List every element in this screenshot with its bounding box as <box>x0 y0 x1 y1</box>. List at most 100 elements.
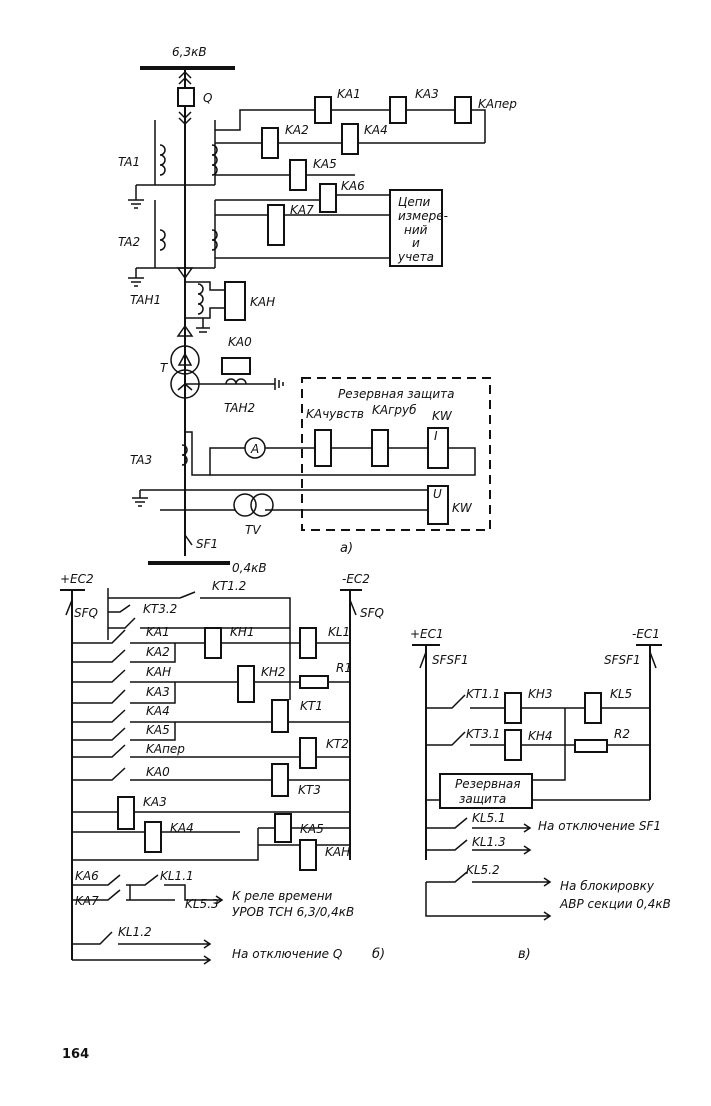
ta3-current-loop <box>210 447 476 476</box>
sf1-switch-icon <box>184 534 193 546</box>
ta2-coil-right <box>211 229 218 251</box>
ta2-coil-left <box>159 229 166 251</box>
to-timer-line-2: УРОВ ТСН 6,3/0,4кВ <box>232 905 354 919</box>
plus-ec2-rail <box>60 589 85 960</box>
ground-ta1-icon <box>128 199 144 209</box>
relay-kw-voltage <box>427 485 449 525</box>
ka-coarse-label: KAгруб <box>372 403 417 417</box>
tah2-label: TAH2 <box>224 401 255 415</box>
kt-contacts <box>107 588 291 700</box>
tv-winding-1 <box>233 493 257 517</box>
relay-kaper <box>454 96 472 124</box>
relay-kh3-label: KH3 <box>528 687 553 701</box>
contact-label-ka3: KA3 <box>146 685 170 699</box>
caption-b: б) <box>372 947 385 962</box>
relay-ka5-label: KA5 <box>313 157 337 171</box>
ta3-coil <box>181 444 188 466</box>
relay-kt1 <box>271 699 289 733</box>
tah1-coil <box>197 283 204 315</box>
contact-label-ka0: KA0 <box>146 765 170 779</box>
contact-label-ka2: KA2 <box>146 645 170 659</box>
rung-ka3 <box>72 682 176 704</box>
relay-kt2 <box>299 737 317 769</box>
sf-switch-icon <box>419 651 657 669</box>
coil-ka3-label: KA3 <box>143 795 167 809</box>
transformer-winding-hv <box>170 345 200 375</box>
relay-ka4-label: KA4 <box>364 123 388 137</box>
kl52-label: KL5.2 <box>466 863 500 877</box>
minus-ec2-rail <box>340 589 362 860</box>
relay-kan <box>224 281 246 321</box>
relay-ka5 <box>289 159 307 191</box>
resistor-r1-label: R1 <box>336 661 352 675</box>
reserve-protection-box <box>439 773 533 809</box>
caption-a: а) <box>340 541 353 556</box>
relay-kl1 <box>299 627 317 659</box>
relay-ka3 <box>389 96 407 124</box>
kl13-label: KL1.3 <box>472 835 506 849</box>
to-trip-sf1-label: На отключение SF1 <box>538 819 661 833</box>
ta2-label: TA2 <box>118 235 140 249</box>
to-timer-line-1: К реле времени <box>232 889 333 903</box>
coil-ka4-label: KA4 <box>170 821 194 835</box>
to-block-line-2: АВР секции 0,4кВ <box>559 897 671 911</box>
reserve-line-1: Резервная <box>455 777 521 791</box>
ka6-contact-label: KA6 <box>75 869 99 883</box>
plus-ec1-label: +EC1 <box>410 627 444 641</box>
kw-top-label: KW <box>432 409 453 423</box>
sfq-left-label: SFQ <box>74 606 98 620</box>
minus-ec1-label: -EC1 <box>632 627 660 641</box>
kl12-contact <box>72 931 212 965</box>
tah2-coil <box>225 378 247 385</box>
wye-icon <box>177 376 193 391</box>
kw-current-label: I <box>434 429 438 443</box>
relay-ka6 <box>319 183 337 213</box>
timer-arrow-icon <box>210 895 224 905</box>
timer-contacts <box>72 874 210 901</box>
relay-kh2 <box>237 665 255 703</box>
relay-ka6-label: KA6 <box>341 179 365 193</box>
relay-ka3-label: KA3 <box>415 87 439 101</box>
relay-ka0-label: KA0 <box>228 335 252 349</box>
relay-ka-coarse <box>371 429 389 467</box>
plus-ec2-label: +EC2 <box>60 572 94 586</box>
ta1-coil-right <box>211 144 218 176</box>
rung-kan <box>72 669 350 683</box>
relay-ka1-label: KA1 <box>337 87 361 101</box>
coil-ka5-label: KA5 <box>300 822 324 836</box>
relay-kh1 <box>204 627 222 659</box>
relay-kl1-label: KL1 <box>328 625 350 639</box>
tah1-lower-triangle-icon <box>176 324 194 337</box>
relay-kt2-label: KT2 <box>326 737 349 751</box>
relay-kh4-label: KH4 <box>528 729 553 743</box>
ka-sens-label: KAчувств <box>306 407 364 421</box>
reserve-line-2: защита <box>459 792 506 806</box>
contact-label-ka5: KA5 <box>146 723 170 737</box>
diagram-b: +EC2 -EC2 SFQ SFQ KT1.2 KT3.2 KA1 KA2 KA… <box>60 572 385 965</box>
kl53-contact-label: KL5.3 <box>185 897 219 911</box>
ta3-label: TA3 <box>130 453 152 467</box>
diagram-c: +EC1 -EC1 SFSF1 SFSF1 KT1.1 KT3.1 KH3 KL… <box>410 627 671 962</box>
sfq-right-label: SFQ <box>360 606 384 620</box>
kt11-label: KT1.1 <box>466 687 500 701</box>
relay-kh1-label: KH1 <box>230 625 255 639</box>
to-block-line-1: На блокировку <box>560 879 655 893</box>
kl12-label: KL1.2 <box>118 925 152 939</box>
ka6-wire <box>215 194 390 201</box>
relay-kl5 <box>584 692 602 724</box>
coil-kan <box>299 839 317 871</box>
resistor-r2 <box>574 739 608 753</box>
tah1-wiring <box>185 281 225 328</box>
relay-ka2 <box>261 127 279 159</box>
relay-kt3-label: KT3 <box>298 783 321 797</box>
page-number: 164 <box>62 1047 89 1062</box>
relay-ka2-label: KA2 <box>285 123 309 137</box>
sf-right-label: SFSF1 <box>604 653 641 667</box>
to-trip-q-label: На отключение Q <box>232 947 342 961</box>
relay-ka1 <box>314 96 332 124</box>
resistor-r1 <box>299 675 329 689</box>
contact-ladder <box>72 588 350 861</box>
rung-ka2 <box>72 643 176 663</box>
relay-ka7 <box>267 204 285 246</box>
